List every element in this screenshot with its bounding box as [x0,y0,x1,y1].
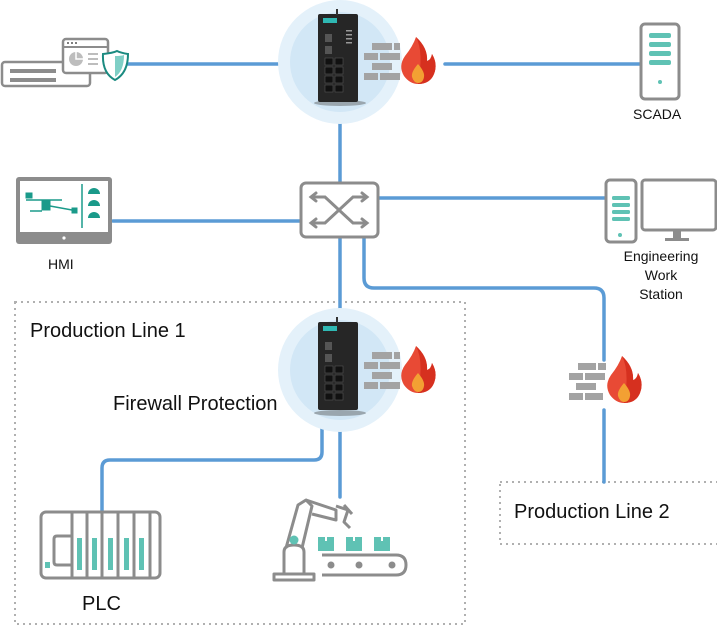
ews-label-line: Work [644,267,678,283]
ews-label: Engineering Work Station [605,247,717,304]
zone-label-production-line-1: Production Line 1 [30,320,186,342]
plc-label: PLC [82,593,121,615]
link-firewall-plc [100,426,324,514]
ews-label-line: Station [639,286,683,302]
scada-label: SCADA [633,106,682,122]
link-switch-line2 [362,236,606,362]
firewall-protection-label: Firewall Protection [113,393,278,415]
zone-label-production-line-2: Production Line 2 [514,501,670,523]
hmi-label: HMI [48,256,74,272]
zone-border-production-line-1 [14,301,466,625]
ews-label-line: Engineering [623,248,699,264]
